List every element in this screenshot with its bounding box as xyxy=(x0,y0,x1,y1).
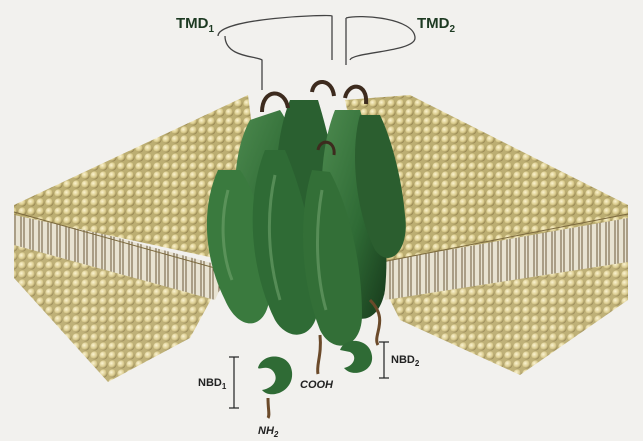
nh2-label: NH2 xyxy=(258,425,279,439)
nbd1-label: NBD1 xyxy=(198,377,227,391)
nbd2-label: NBD2 xyxy=(391,354,420,368)
tmd2-bracket xyxy=(346,17,415,65)
tmd2-label: TMD2 xyxy=(417,15,456,35)
tmd-brackets xyxy=(218,16,415,90)
cooh-label: COOH xyxy=(300,379,334,391)
tmd1-label: TMD1 xyxy=(176,15,215,35)
tmd1-bracket xyxy=(218,16,332,90)
